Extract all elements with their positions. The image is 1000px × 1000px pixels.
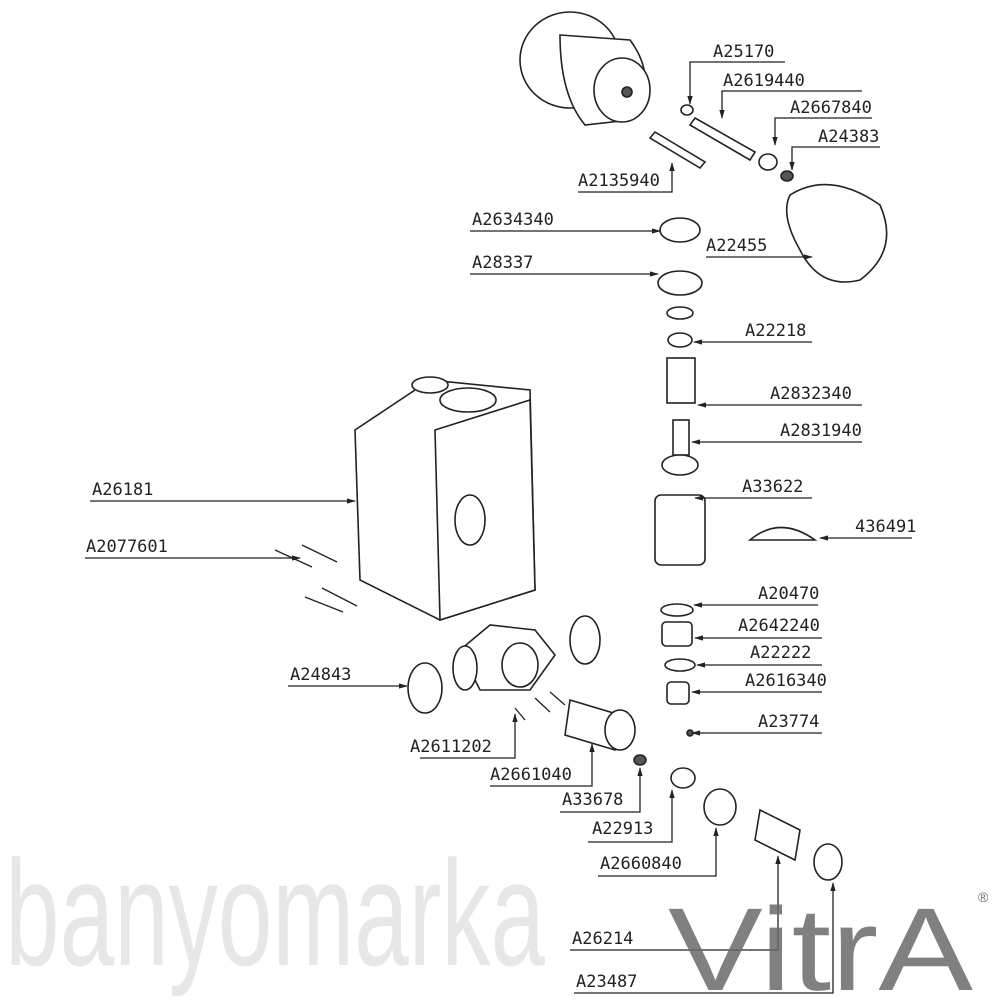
vitra-logo: VitrA xyxy=(668,884,973,1000)
part-A2616340 xyxy=(666,681,690,705)
label-A26181: A26181 xyxy=(92,480,153,500)
label-A22913: A22913 xyxy=(592,819,653,839)
part-A2135940 xyxy=(648,130,707,170)
part-A28337 xyxy=(657,270,703,296)
part-A24843 xyxy=(407,662,443,714)
label-A23487: A23487 xyxy=(576,972,637,992)
part-A33678 xyxy=(633,754,647,766)
label-436491: 436491 xyxy=(855,517,916,537)
handle-housing xyxy=(519,11,651,126)
label-A33622: A33622 xyxy=(742,477,803,497)
part-A2832340 xyxy=(666,357,696,404)
screws-A2077601 xyxy=(274,544,358,613)
label-A2619440: A2619440 xyxy=(723,71,805,91)
part-A26214 xyxy=(754,808,801,862)
label-A25170: A25170 xyxy=(713,42,774,62)
part-A20470 xyxy=(660,603,694,617)
part-A25170 xyxy=(680,104,694,116)
label-A2667840: A2667840 xyxy=(790,98,872,118)
label-A24383: A24383 xyxy=(818,127,879,147)
label-A2634340: A2634340 xyxy=(472,210,554,230)
label-A20470: A20470 xyxy=(758,584,819,604)
label-A33678: A33678 xyxy=(562,790,623,810)
part-A2667840 xyxy=(758,153,778,171)
label-A22222: A22222 xyxy=(750,643,811,663)
part-A2611202 xyxy=(514,691,566,721)
label-A23774: A23774 xyxy=(758,712,819,732)
label-A24843: A24843 xyxy=(290,665,351,685)
valve-body xyxy=(452,624,557,691)
label-A2611202: A2611202 xyxy=(410,737,492,757)
label-A28337: A28337 xyxy=(472,253,533,273)
label-A2831940: A2831940 xyxy=(780,421,862,441)
label-A22218: A22218 xyxy=(745,321,806,341)
part-A2619440 xyxy=(688,116,757,162)
label-A2661040: A2661040 xyxy=(490,765,572,785)
part-A22222 xyxy=(664,658,696,672)
mounting-box-A26181 xyxy=(354,376,536,622)
cap-A22455 xyxy=(785,183,888,283)
label-A22455: A22455 xyxy=(706,236,767,256)
registered-mark: ® xyxy=(978,889,989,905)
part-A23487 xyxy=(813,843,843,881)
part-A33622 xyxy=(654,494,706,566)
watermark: banyomarka xyxy=(5,829,545,997)
label-A2832340: A2832340 xyxy=(770,384,852,404)
label-A2077601: A2077601 xyxy=(86,537,168,557)
part-436491 xyxy=(747,526,818,541)
label-A2642240: A2642240 xyxy=(738,616,820,636)
label-A2135940: A2135940 xyxy=(578,171,660,191)
label-A2660840: A2660840 xyxy=(600,854,682,874)
label-A26214: A26214 xyxy=(572,929,633,949)
label-A2616340: A2616340 xyxy=(745,671,827,691)
part-A2831940 xyxy=(672,419,690,456)
leader-lines xyxy=(85,61,912,994)
part-A24383 xyxy=(780,170,794,182)
part-A2642240 xyxy=(661,621,693,647)
part-drawings xyxy=(274,11,888,881)
part-labels: A25170 A2619440 A2667840 A24383 A2135940… xyxy=(86,42,916,992)
part-A2660840 xyxy=(703,788,737,826)
part-A22218 xyxy=(667,332,693,348)
part-A22913 xyxy=(670,767,696,789)
part-A2634340 xyxy=(659,217,701,243)
